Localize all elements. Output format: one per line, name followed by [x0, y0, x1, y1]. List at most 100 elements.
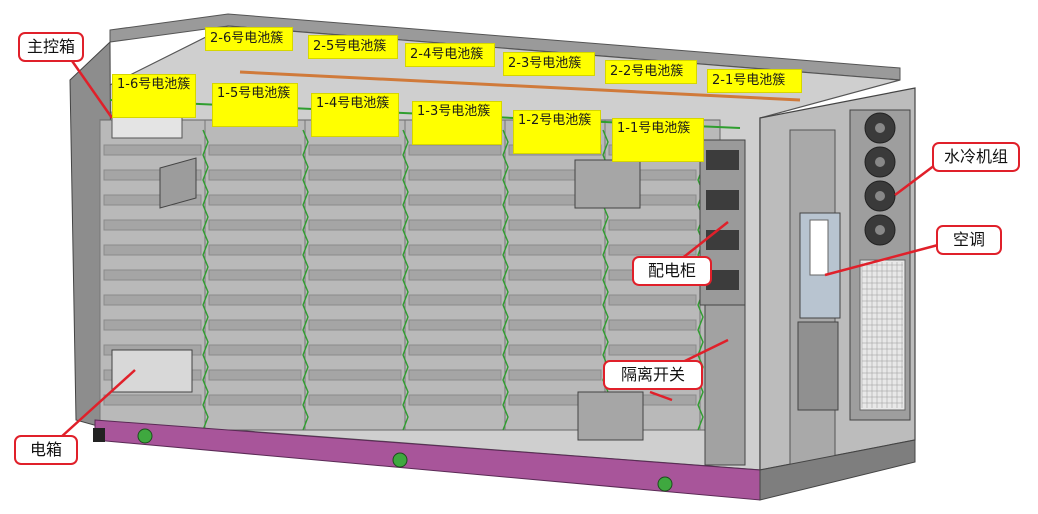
wiring-run — [202, 129, 209, 431]
rack-shelf — [103, 144, 202, 156]
air-conditioner-panel — [809, 219, 829, 276]
rack-shelf — [408, 169, 502, 181]
base-foot-3 — [657, 476, 673, 492]
busbar-top — [239, 70, 801, 102]
callout-distribution-cabinet: 配电柜 — [632, 256, 712, 286]
label-cluster-1-4: 1-4号电池簇 — [311, 93, 399, 137]
label-cluster-2-4: 2-4号电池簇 — [405, 43, 495, 67]
rack-shelf — [308, 344, 402, 356]
wiring-run — [302, 129, 309, 431]
rack-shelf — [208, 144, 302, 156]
rack-shelf — [408, 194, 502, 206]
rack-shelf — [103, 394, 202, 406]
rack-shelf — [308, 319, 402, 331]
base-foot-1 — [137, 428, 153, 444]
rack-shelf — [408, 294, 502, 306]
rack-shelf — [103, 219, 202, 231]
label-cluster-1-5: 1-5号电池簇 — [212, 83, 298, 127]
rack-shelf — [308, 369, 402, 381]
rack-shelf — [208, 194, 302, 206]
gray-box-2 — [574, 159, 641, 209]
lower-panel — [797, 321, 839, 411]
rack-shelf — [608, 219, 697, 231]
rack-shelf — [103, 169, 202, 181]
rack-shelf — [208, 219, 302, 231]
rack-shelf — [608, 294, 697, 306]
rack-shelf — [508, 344, 602, 356]
chiller-fan-hub — [875, 123, 885, 133]
rack-shelf — [308, 244, 402, 256]
label-cluster-2-5: 2-5号电池簇 — [308, 35, 398, 59]
rack-shelf — [103, 194, 202, 206]
rack-shelf — [408, 244, 502, 256]
callout-electric-box: 电箱 — [14, 435, 78, 465]
rack-shelf — [508, 369, 602, 381]
rack-shelf — [103, 294, 202, 306]
base-rail-end — [759, 439, 916, 501]
rack-shelf — [208, 244, 302, 256]
label-cluster-2-6: 2-6号电池簇 — [205, 27, 293, 51]
rack-shelf — [308, 194, 402, 206]
callout-isolation-switch: 隔离开关 — [603, 360, 703, 390]
callout-water-chiller: 水冷机组 — [932, 142, 1020, 172]
rack-shelf — [308, 169, 402, 181]
rack-shelf — [408, 394, 502, 406]
rack-shelf — [208, 269, 302, 281]
rack-shelf — [408, 319, 502, 331]
gray-box-1 — [159, 157, 197, 209]
label-cluster-1-3: 1-3号电池簇 — [412, 101, 502, 145]
rack-shelf — [208, 294, 302, 306]
rack-shelf — [608, 244, 697, 256]
rack-shelf — [103, 269, 202, 281]
base-foot-2 — [392, 452, 408, 468]
rack-shelf — [508, 219, 602, 231]
rack-shelf — [208, 394, 302, 406]
rack-shelf — [308, 144, 402, 156]
pointer-air-conditioner — [824, 243, 939, 277]
rack-shelf — [508, 269, 602, 281]
rack-shelf — [308, 394, 402, 406]
rack-shelf — [208, 344, 302, 356]
rack-shelf — [408, 144, 502, 156]
wiring-run — [502, 129, 509, 431]
label-cluster-1-6: 1-6号电池簇 — [112, 74, 196, 118]
rack-shelf — [308, 294, 402, 306]
chiller-fan-hub — [875, 225, 885, 235]
rack-shelf — [408, 344, 502, 356]
rack-shelf — [208, 169, 302, 181]
pointer-distribution-cabinet — [679, 221, 729, 261]
pointer-main-control-box — [68, 57, 114, 119]
pointer-electric-box — [59, 369, 136, 439]
rack-shelf — [508, 319, 602, 331]
rack-shelf — [408, 369, 502, 381]
isolation-switch-shape — [704, 304, 746, 466]
gray-box-3 — [577, 391, 644, 441]
pointer-isolation-switch-2 — [649, 390, 673, 402]
chiller-mesh-lines — [861, 262, 903, 408]
cabinet-slot-1 — [706, 150, 739, 170]
chiller-fan-hub — [875, 191, 885, 201]
rack-shelf — [103, 319, 202, 331]
rack-shelf — [408, 219, 502, 231]
chiller-fan-hub — [875, 157, 885, 167]
rack-shelf — [308, 269, 402, 281]
label-cluster-1-2: 1-2号电池簇 — [513, 110, 601, 154]
label-cluster-2-3: 2-3号电池簇 — [503, 52, 595, 76]
electric-box-shape — [111, 349, 193, 393]
rack-shelf — [608, 319, 697, 331]
cabinet-slot-4 — [706, 270, 739, 290]
rack-shelf — [608, 344, 697, 356]
rack-shelf — [103, 244, 202, 256]
base-corner-left — [93, 428, 105, 442]
rack-shelf — [508, 244, 602, 256]
callout-air-conditioner: 空调 — [936, 225, 1002, 255]
rack-shelf — [308, 219, 402, 231]
label-cluster-1-1: 1-1号电池簇 — [612, 118, 704, 162]
cabinet-slot-2 — [706, 190, 739, 210]
label-cluster-2-2: 2-2号电池簇 — [605, 60, 697, 84]
cabinet-slot-3 — [706, 230, 739, 250]
rack-shelf — [208, 319, 302, 331]
callout-main-control-box: 主控箱 — [18, 32, 84, 62]
chiller-fans — [864, 112, 896, 246]
